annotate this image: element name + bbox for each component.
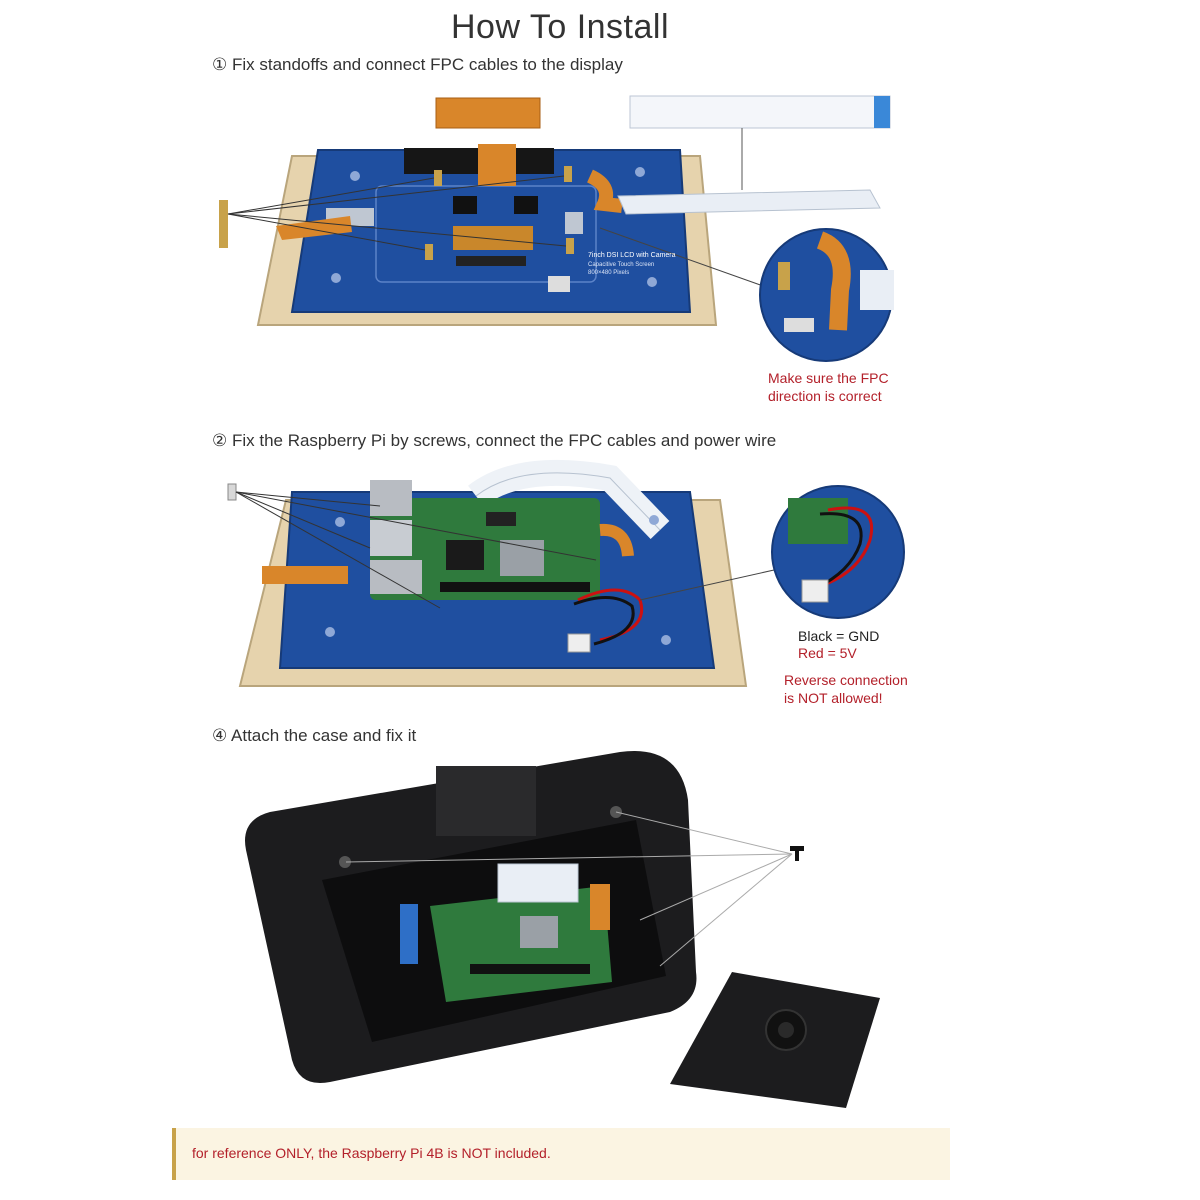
case-screw [790,846,804,851]
dsi-ribbon [630,96,890,128]
step-4-label: ④ Attach the case and fix it [212,726,416,746]
step-2-label: ② Fix the Raspberry Pi by screws, connec… [212,431,776,451]
standoff-part [219,200,228,248]
warning-line1: Reverse connection [784,671,908,689]
step4-case-assembly [245,751,880,1108]
reference-note-text: for reference ONLY, the Raspberry Pi 4B … [192,1145,551,1161]
board-label: 7inch DSI LCD with Camera [588,252,676,259]
wire-black-label: Black = GND [798,628,879,645]
board-resolution: 800×480 Pixels [588,270,629,276]
step1-display-assembly [219,96,894,361]
reference-note-box: for reference ONLY, the Raspberry Pi 4B … [172,1128,950,1180]
step1-note-line1: Make sure the FPC [768,369,889,387]
screw-part [228,484,236,500]
warning-line2: is NOT allowed! [784,689,883,707]
step1-note-line2: direction is correct [768,387,882,405]
camera-fpc [436,98,540,128]
board-sublabel: Capacitive Touch Screen [588,262,654,268]
wire-red-label: Red = 5V [798,644,857,662]
